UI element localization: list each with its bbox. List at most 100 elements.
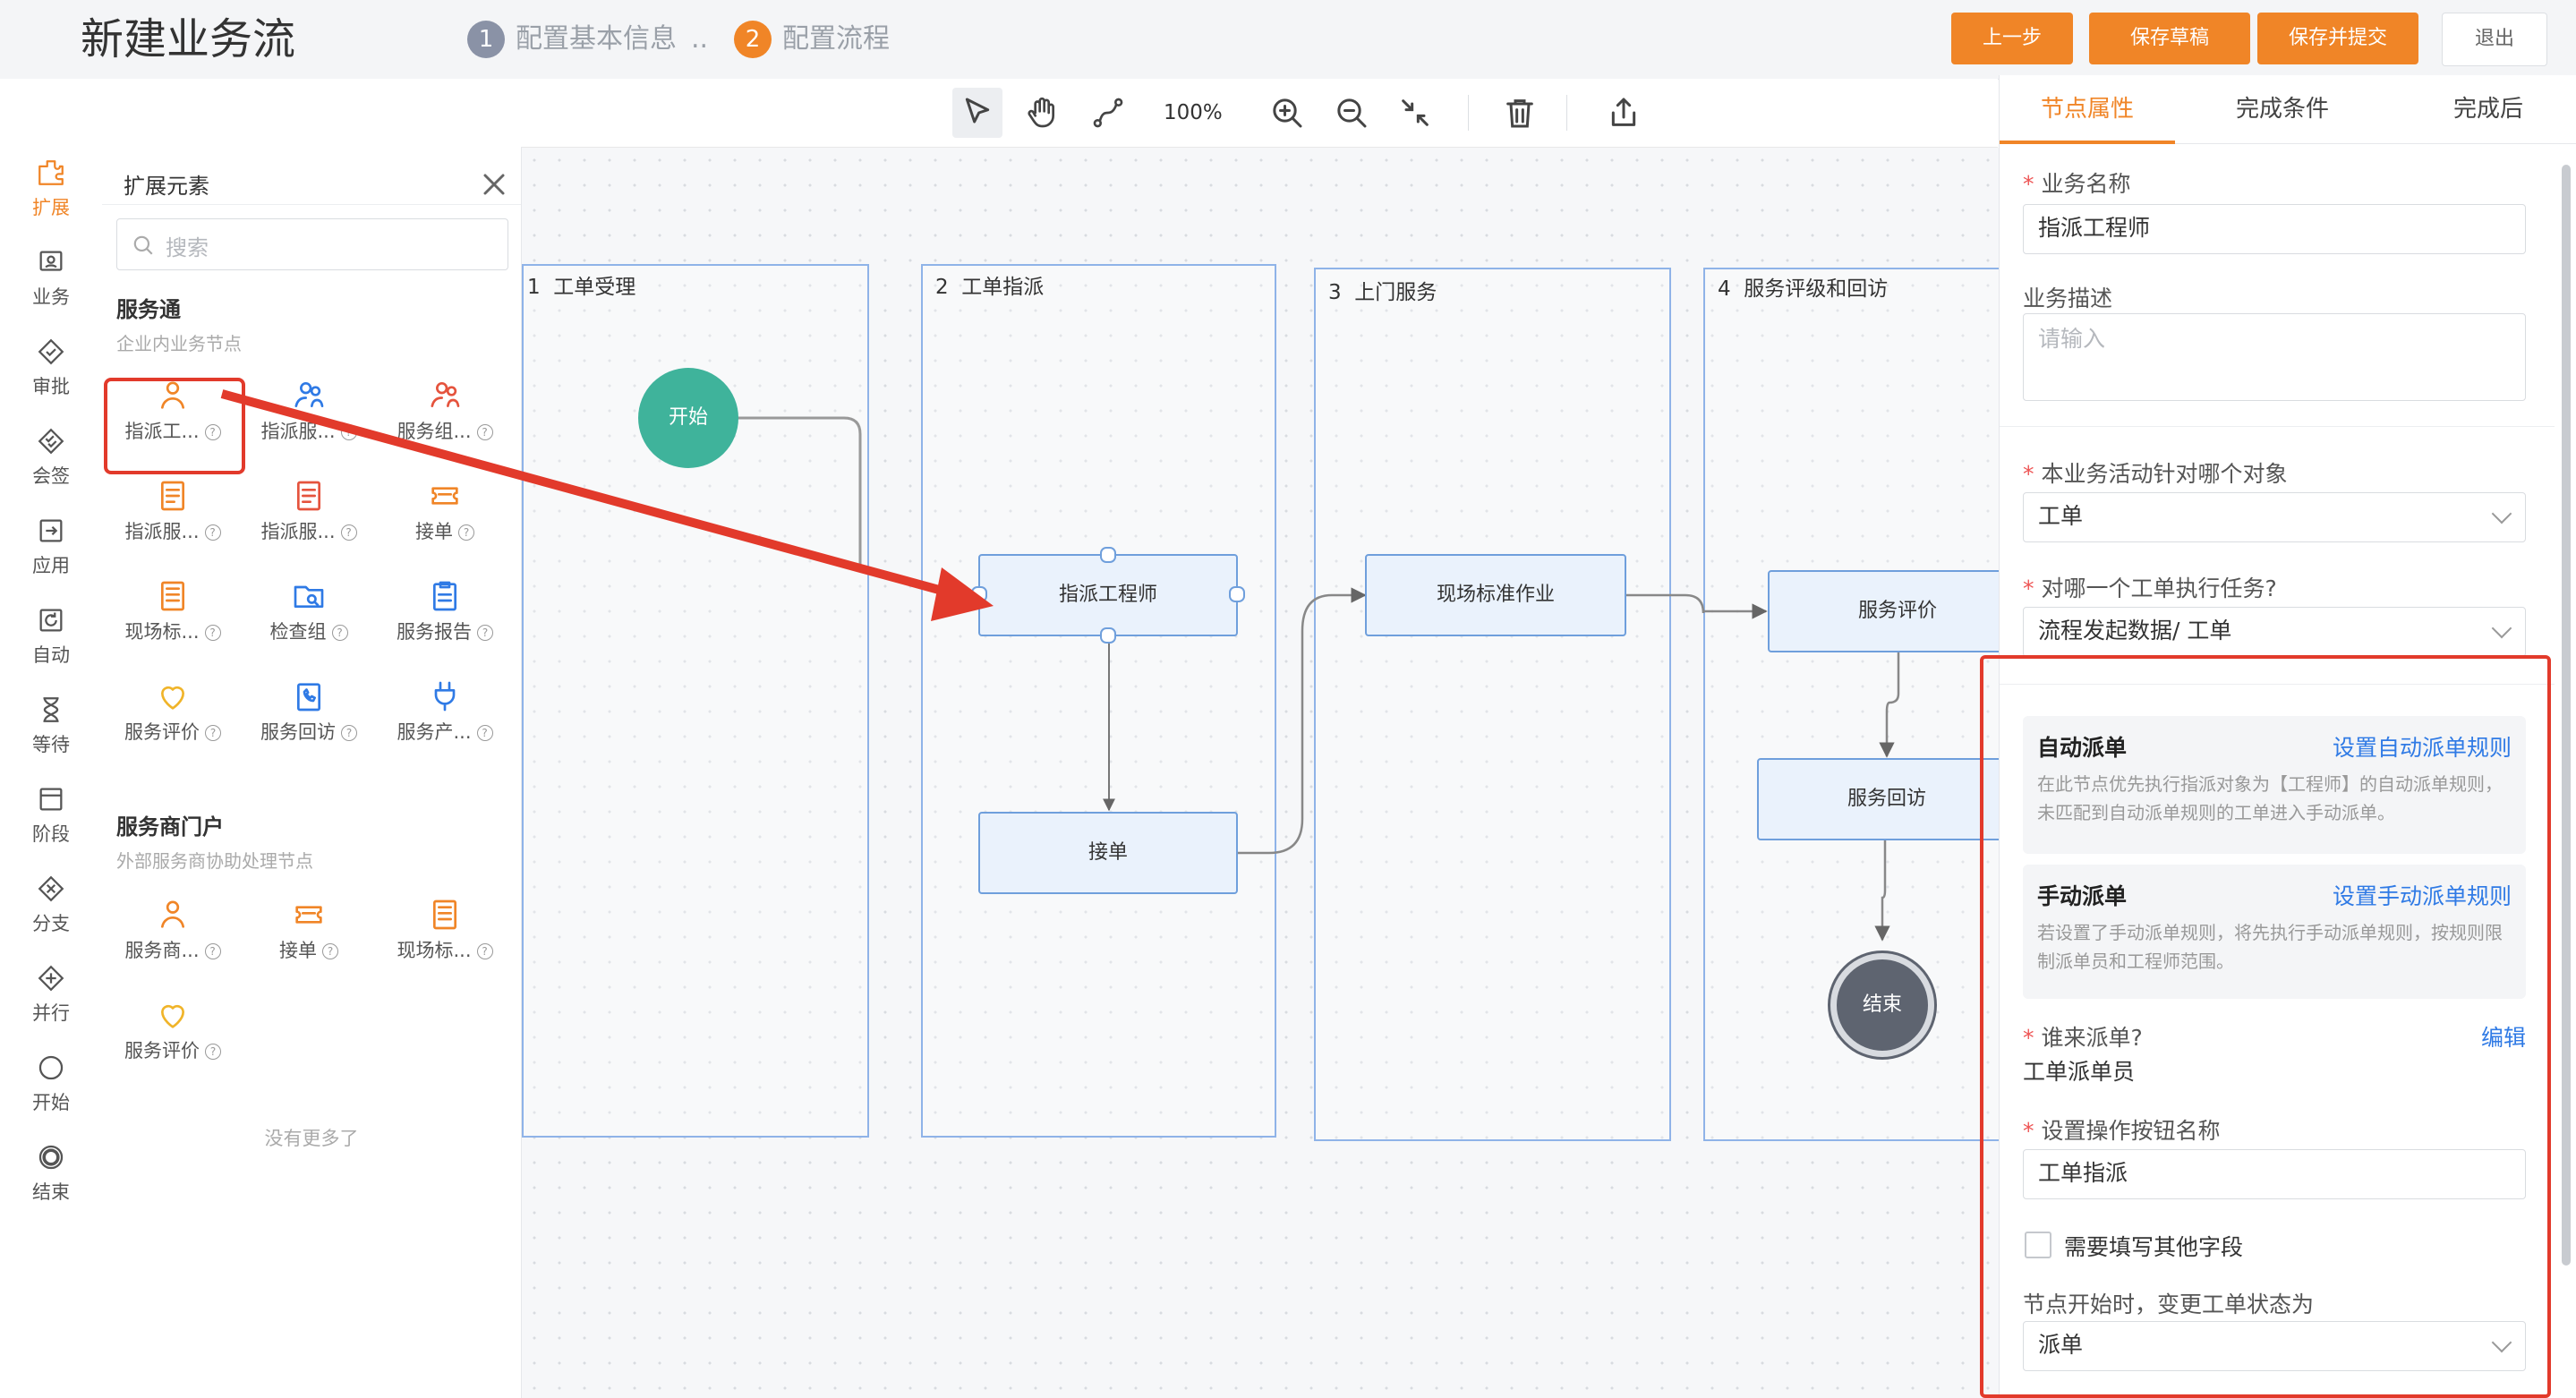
rail-item-end[interactable]: 结束 — [0, 1142, 102, 1232]
rail-item-stage[interactable]: 阶段 — [0, 784, 102, 874]
rail-item-countersign[interactable]: 会签 — [0, 426, 102, 516]
rail-item-app[interactable]: 应用 — [0, 516, 102, 605]
doc-icon — [161, 481, 184, 511]
connection-handle[interactable] — [1229, 586, 1245, 602]
close-icon[interactable] — [476, 166, 512, 202]
tab-node-properties[interactable]: 节点属性 — [2040, 96, 2134, 123]
help-icon[interactable]: ? — [322, 943, 338, 959]
group-subtitle-service: 企业内业务节点 — [116, 333, 242, 354]
palette-item-inspection-group[interactable]: 检查组? — [242, 571, 376, 661]
status-change-select[interactable]: 派单 — [2023, 1321, 2526, 1371]
save-draft-button[interactable]: 保存草稿 — [2089, 13, 2250, 64]
lane-title: 工单指派 — [961, 276, 1045, 299]
swimlane-3[interactable]: 3 上门服务 — [1314, 268, 1671, 1141]
rail-item-extend[interactable]: 扩展 — [0, 158, 102, 247]
zoom-in-icon[interactable] — [1262, 88, 1312, 138]
delete-icon[interactable] — [1495, 88, 1545, 138]
business-desc-textarea[interactable]: 请输入 — [2023, 313, 2526, 401]
rail-item-business[interactable]: 业务 — [0, 247, 102, 337]
extra-fields-checkbox[interactable] — [2025, 1232, 2051, 1258]
palette-item-assign-service-2[interactable]: 指派服...? — [242, 471, 376, 560]
palette-item-service-evaluation[interactable]: 服务评价? — [106, 671, 240, 761]
help-icon[interactable]: ? — [204, 424, 221, 440]
hand-tool-icon[interactable] — [1018, 88, 1068, 138]
connection-handle[interactable] — [1100, 547, 1116, 563]
help-icon[interactable]: ? — [476, 424, 493, 440]
auto-dispatch-rule-link[interactable]: 设置自动派单规则 — [2332, 735, 2512, 761]
help-icon[interactable]: ? — [341, 725, 357, 741]
palette-item-service-product[interactable]: 服务产...? — [378, 671, 512, 761]
step-2-label[interactable]: 配置流程 — [782, 23, 890, 55]
node-assign-engineer[interactable]: 指派工程师 — [978, 554, 1238, 636]
target-object-value: 工单 — [2038, 503, 2084, 529]
help-icon[interactable]: ? — [458, 524, 474, 541]
business-icon — [39, 251, 63, 271]
help-icon[interactable]: ? — [204, 524, 221, 541]
swimlane-2[interactable]: 2 工单指派 — [921, 264, 1276, 1138]
save-submit-button[interactable]: 保存并提交 — [2257, 13, 2418, 64]
select-tool-icon[interactable] — [952, 88, 1002, 138]
rail-item-wait[interactable]: 等待 — [0, 695, 102, 784]
panel-scrollbar[interactable] — [2562, 165, 2571, 1266]
tab-after-completion[interactable]: 完成后 — [2452, 96, 2523, 123]
tab-completion-conditions[interactable]: 完成条件 — [2235, 96, 2329, 123]
palette-item-assign-service-1[interactable]: 指派服...? — [106, 471, 240, 560]
left-rail: 扩展 业务 审批 会签 应用 自动 等待 阶段 分支 并行 开始 结束 — [0, 147, 103, 1398]
palette-item-service-report[interactable]: 服务报告? — [378, 571, 512, 661]
zoom-out-icon[interactable] — [1326, 88, 1377, 138]
rail-item-parallel[interactable]: 并行 — [0, 963, 102, 1053]
palette-item-label: 指派服...? — [242, 517, 376, 544]
help-icon[interactable]: ? — [204, 943, 221, 959]
rail-item-branch[interactable]: 分支 — [0, 874, 102, 963]
fit-screen-icon[interactable] — [1390, 88, 1440, 138]
rail-item-start[interactable]: 开始 — [0, 1053, 102, 1142]
rail-item-auto[interactable]: 自动 — [0, 605, 102, 695]
help-icon[interactable]: ? — [476, 725, 493, 741]
palette-item-label: 服务评价? — [106, 718, 240, 745]
palette-item-service-group[interactable]: 服务组...? — [378, 371, 512, 460]
node-evaluate[interactable]: 服务评价 — [1768, 570, 2027, 652]
prev-step-button[interactable]: 上一步 — [1951, 13, 2073, 64]
end-node[interactable]: 结束 — [1830, 953, 1934, 1057]
manual-dispatch-rule-link[interactable]: 设置手动派单规则 — [2332, 883, 2512, 909]
ticket-icon — [431, 487, 458, 505]
palette-item-accept-order[interactable]: 接单? — [378, 471, 512, 560]
palette-item-accept-order[interactable]: 接单? — [242, 890, 376, 979]
palette-item-assign-engineer[interactable]: 指派工...? — [106, 371, 240, 460]
palette-item-label: 服务组...? — [378, 417, 512, 444]
rail-item-approval[interactable]: 审批 — [0, 337, 102, 426]
help-icon[interactable]: ? — [205, 725, 221, 741]
which-ticket-value: 流程发起数据/ 工单 — [2038, 618, 2232, 644]
step-1-label[interactable]: 配置基本信息 — [516, 23, 677, 55]
palette-item-label: 指派工...? — [106, 417, 240, 444]
group-title-provider: 服务商门户 — [116, 814, 224, 840]
who-dispatch-edit-link[interactable]: 编辑 — [2481, 1025, 2527, 1051]
flow-canvas[interactable]: 1 工单受理 2 工单指派 3 上门服务 4 服务评级和回访 开始 指派工程师 … — [522, 148, 2027, 1398]
exit-button[interactable]: 退出 — [2442, 13, 2547, 66]
button-name-input[interactable]: 工单指派 — [2023, 1149, 2526, 1199]
help-icon[interactable]: ? — [204, 625, 221, 641]
which-ticket-select[interactable]: 流程发起数据/ 工单 — [2023, 607, 2526, 657]
help-icon[interactable]: ? — [340, 524, 357, 541]
node-onsite[interactable]: 现场标准作业 — [1365, 554, 1626, 636]
help-icon[interactable]: ? — [205, 1044, 221, 1060]
palette-item-service-revisit[interactable]: 服务回访? — [242, 671, 376, 761]
target-object-select[interactable]: 工单 — [2023, 492, 2526, 542]
start-node[interactable]: 开始 — [638, 368, 738, 468]
export-icon[interactable] — [1599, 88, 1649, 138]
connection-handle[interactable] — [1100, 627, 1116, 644]
help-icon[interactable]: ? — [476, 943, 493, 959]
palette-item-service-evaluation[interactable]: 服务评价? — [106, 990, 240, 1079]
palette-item-onsite-standard[interactable]: 现场标...? — [378, 890, 512, 979]
business-name-input[interactable]: 指派工程师 — [2023, 204, 2526, 254]
palette-item-onsite-standard[interactable]: 现场标...? — [106, 571, 240, 661]
palette-item-provider[interactable]: 服务商...? — [106, 890, 240, 979]
help-icon[interactable]: ? — [331, 625, 348, 641]
help-icon[interactable]: ? — [477, 625, 493, 641]
palette-search-input[interactable]: 搜索 — [116, 218, 508, 270]
node-accept[interactable]: 接单 — [978, 812, 1238, 894]
rail-label: 业务 — [32, 286, 70, 308]
node-revisit[interactable]: 服务回访 — [1757, 758, 2017, 840]
properties-panel: 节点属性 完成条件 完成后 *业务名称 指派工程师 业务描述 请输入 *本业务活… — [1980, 75, 2576, 1398]
connector-tool-icon[interactable] — [1083, 88, 1133, 138]
